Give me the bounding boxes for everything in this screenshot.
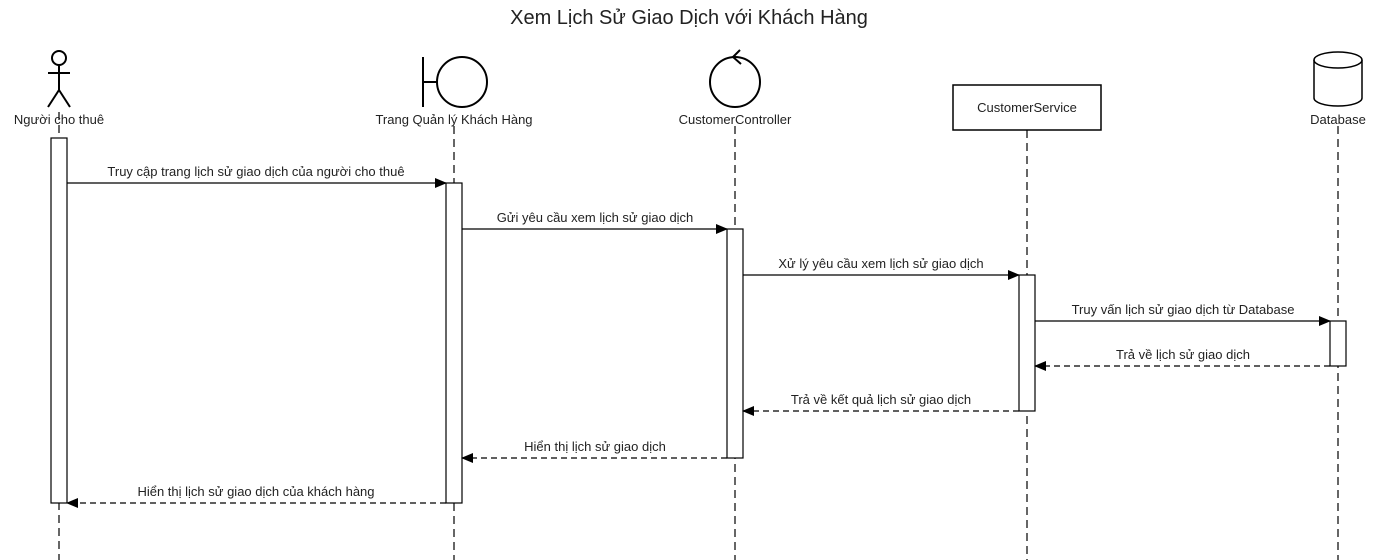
participant-label-service: CustomerService [977,100,1077,115]
diagram-title: Xem Lịch Sử Giao Dịch với Khách Hàng [510,7,868,29]
participant-label-ui: Trang Quản lý Khách Hàng [375,112,532,127]
message-label-2: Gửi yêu cầu xem lịch sử giao dịch [497,210,694,225]
control-icon [709,49,761,108]
actor-icon [47,50,71,108]
message-label-4: Truy vấn lịch sử giao dịch từ Database [1072,302,1295,317]
database-icon [1313,51,1363,107]
message-label-3: Xử lý yêu cầu xem lịch sử giao dịch [778,256,983,271]
participant-label-user: Người cho thuê [14,112,104,127]
message-label-1: Truy cập trang lịch sử giao dịch của ngư… [107,164,404,179]
activation-service [1018,274,1036,412]
message-label-5: Trả về lịch sử giao dịch [1116,347,1250,362]
activation-user [50,137,68,504]
participant-label-controller: CustomerController [679,112,792,127]
activation-ui [445,182,463,504]
message-label-6: Trả về kết quả lịch sử giao dịch [791,392,971,407]
service-box [952,84,1102,131]
activation-database [1329,320,1347,367]
activation-controller [726,228,744,459]
boundary-icon [422,56,488,108]
message-label-7: Hiển thị lịch sử giao dịch [524,439,666,454]
participant-label-database: Database [1310,112,1366,127]
message-label-8: Hiển thị lịch sử giao dịch của khách hàn… [137,484,374,499]
